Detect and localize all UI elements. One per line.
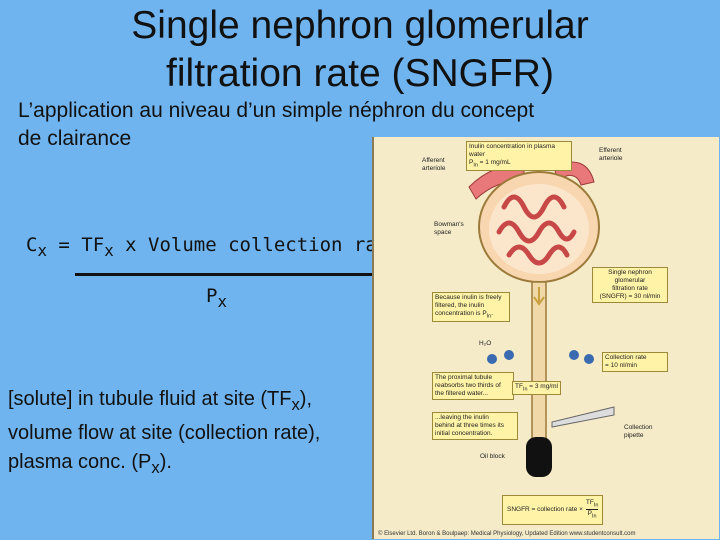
afferent-label: Afferent arteriole	[422, 157, 445, 173]
formula-tf: = TF	[46, 234, 105, 256]
clearance-formula: Cx = TFx x Volume collection rate	[26, 234, 400, 260]
sngfr-line-1: Single nephron	[608, 269, 652, 276]
tf-value: = 3 mg/ml	[527, 383, 558, 390]
eq-num: TF	[585, 499, 594, 506]
denominator-p: P	[206, 285, 218, 307]
fraction-line	[75, 273, 405, 276]
formula-c-sub: x	[37, 240, 47, 260]
formula-notes: [solute] in tubule fluid at site (TFx), …	[8, 385, 378, 482]
water-drops	[487, 350, 594, 364]
denominator-sub: x	[217, 291, 227, 311]
note-3a: plasma conc. (P	[8, 451, 152, 473]
note-3-sub: x	[151, 458, 160, 477]
filtration-arrow	[533, 287, 545, 306]
freely-line-1: Because inulin is freely	[435, 294, 502, 301]
inulin-value: = 1 mg/mL	[477, 159, 511, 166]
freely-sub: In	[486, 313, 492, 320]
inulin-sub: In	[473, 162, 478, 169]
collection-pipette	[551, 406, 615, 428]
freely-text: concentration is P	[435, 310, 487, 317]
intro-text: L’application au niveau d’un simple néph…	[18, 97, 638, 153]
tf-text: TF	[515, 383, 523, 390]
bowman-line-1: Bowman's	[434, 221, 464, 228]
title-line-2: filtration rate (SNGFR)	[166, 52, 554, 95]
intro-line-2: de clairance	[18, 127, 132, 150]
formula-c: C	[26, 234, 38, 256]
formula-denominator: Px	[206, 285, 227, 311]
leaving-line-1: ...leaving the inulin	[435, 414, 489, 421]
freely-end: .	[491, 310, 493, 317]
h2o-label: H₂O	[479, 340, 492, 347]
equation-text: SNGFR = collection rate ×	[507, 505, 583, 513]
sngfr-line-3: filtration rate	[612, 285, 648, 292]
formula-tf-sub: x	[104, 240, 114, 260]
collection-rate-line-1: Collection rate	[605, 354, 647, 361]
equation-fraction: TFIn PIn	[585, 499, 599, 521]
inulin-line-1: Inulin concentration in plasma water	[469, 143, 555, 158]
formula-rest: x Volume collection rate	[113, 234, 400, 256]
equation-denominator: PIn	[588, 510, 597, 520]
note-3b: ).	[159, 451, 172, 473]
nephron-illustration	[468, 161, 615, 477]
bowman-label: Bowman's space	[434, 221, 464, 237]
efferent-line-1: Efferent	[599, 147, 622, 154]
note-1-sub: x	[291, 395, 300, 414]
intro-line-1: L’application au niveau d’un simple néph…	[18, 99, 535, 122]
page-title: Single nephron glomerular filtration rat…	[0, 2, 720, 98]
leaving-line-3: initial concentration.	[435, 430, 493, 437]
equation-numerator: TFIn	[585, 499, 599, 511]
eq-den: P	[587, 510, 593, 518]
tf-inulin-box: TFIn = 3 mg/ml	[512, 381, 561, 396]
inulin-line-2: PIn = 1 mg/mL	[469, 159, 569, 169]
leaving-inulin-box: ...leaving the inulin behind at three ti…	[432, 412, 518, 440]
proximal-line-2: reabsorbs two thirds of	[435, 382, 501, 389]
proximal-line-1: The proximal tubule	[435, 374, 493, 381]
glomerulus	[496, 194, 577, 266]
note-1b: ),	[299, 388, 313, 410]
afferent-line-1: Afferent	[422, 157, 445, 164]
pipette-line-2: pipette	[624, 432, 644, 439]
note-line-1: [solute] in tubule fluid at site (TFx),	[8, 385, 378, 419]
eq-den-sub: In	[592, 513, 597, 520]
freely-filtered-box: Because inulin is freely filtered, the i…	[432, 292, 510, 323]
freely-line-2: filtered, the inulin	[435, 302, 485, 309]
note-line-2: volume flow at site (collection rate),	[8, 422, 321, 444]
collection-rate-line-2: = 10 nl/min	[605, 362, 637, 369]
eq-num-sub: In	[593, 502, 599, 509]
sngfr-line-2: glomerular	[614, 277, 646, 284]
copyright-text: © Elsevier Ltd. Boron & Boulpaep: Medica…	[378, 531, 636, 537]
sngfr-line-4: (SNGFR) = 30 nl/min	[599, 293, 661, 300]
oil-block	[526, 437, 552, 477]
bowman-line-2: space	[434, 229, 452, 236]
freely-line-3: concentration is PIn.	[435, 310, 507, 320]
title-line-1: Single nephron glomerular	[131, 4, 589, 47]
note-1a: [solute] in tubule fluid at site (TF	[8, 388, 292, 410]
sngfr-box: Single nephron glomerular filtration rat…	[592, 267, 668, 303]
proximal-tubule-box: The proximal tubule reabsorbs two thirds…	[432, 372, 514, 400]
oil-block-label: Oil block	[480, 453, 505, 460]
collection-rate-box: Collection rate = 10 nl/min	[602, 352, 668, 372]
afferent-line-2: arteriole	[422, 165, 446, 172]
sngfr-equation-box: SNGFR = collection rate × TFIn PIn	[502, 495, 604, 525]
proximal-tubule	[531, 281, 547, 458]
leaving-line-2: behind at three times its	[435, 422, 505, 429]
nephron-figure: Inulin concentration in plasma water PIn…	[372, 137, 719, 539]
proximal-line-3: the filtered water...	[435, 390, 489, 397]
efferent-label: Efferent arteriole	[599, 147, 622, 163]
inulin-concentration-box: Inulin concentration in plasma water PIn…	[466, 141, 572, 172]
inulin-p: P	[469, 159, 474, 166]
note-line-3: plasma conc. (Px).	[8, 448, 378, 482]
tf-sub: In	[522, 386, 528, 393]
collection-pipette-label: Collection pipette	[624, 424, 653, 440]
pipette-line-1: Collection	[624, 424, 653, 431]
efferent-line-2: arteriole	[599, 155, 623, 162]
